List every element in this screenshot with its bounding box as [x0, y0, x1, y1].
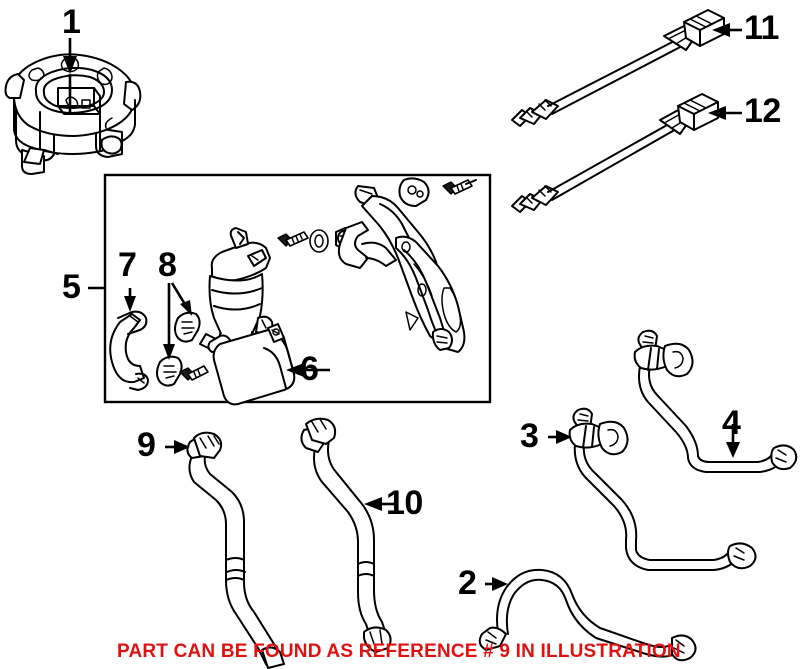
part-purge-valve-assembly: [199, 227, 274, 359]
callout-label-5: 5: [62, 268, 81, 306]
callout-arrow-1: [63, 38, 77, 112]
part-1-fuel-pump-lock-ring-mount: [4, 53, 142, 175]
callout-arrow-10: [364, 497, 394, 511]
callout-arrow-9: [165, 440, 190, 454]
callout-arrow-7: [124, 288, 136, 312]
callout-label-6: 6: [300, 350, 319, 388]
part-washer: [309, 229, 329, 253]
callout-arrow-2: [485, 577, 508, 591]
callout-label-3: 3: [520, 417, 539, 455]
callout-label-10: 10: [386, 484, 423, 522]
part-3-fuel-feed-line-assembly: [568, 407, 757, 571]
part-mounting-bracket: [337, 177, 477, 353]
callout-label-8: 8: [158, 246, 177, 284]
callout-arrow-8b: [163, 283, 175, 360]
callout-label-9: 9: [137, 426, 156, 464]
callout-label-1: 1: [62, 3, 81, 41]
callout-label-2: 2: [458, 564, 477, 602]
callout-arrow-8a: [170, 282, 192, 316]
callout-arrow-4: [726, 424, 740, 458]
reference-note: PART CAN BE FOUND AS REFERENCE # 9 IN IL…: [117, 641, 681, 662]
part-12-oxygen-sensor-downstream: [511, 93, 719, 213]
part-8-rubber-grommet-insulator: [156, 311, 201, 387]
callout-arrow-12: [708, 106, 742, 120]
callout-arrow-6: [286, 363, 330, 377]
callout-label-4: 4: [722, 404, 741, 442]
part-4-fuel-return-line-assembly: [633, 329, 798, 473]
callout-arrow-3: [548, 430, 572, 444]
callout-label-12: 12: [744, 92, 781, 130]
callout-label-11: 11: [744, 9, 779, 47]
part-7-vapor-hose-short-bend: [109, 310, 149, 391]
part-11-oxygen-sensor-upstream: [511, 9, 725, 127]
part-2-vapor-hose-curved: [478, 568, 697, 662]
callout-arrow-11: [712, 23, 742, 37]
part-10-fuel-filler-neck-hose: [300, 417, 392, 653]
part-6-vapor-canister-filter: [207, 323, 296, 406]
callout-label-7: 7: [118, 246, 137, 284]
part-bolt-small-a: [277, 231, 309, 247]
part-9-fuel-filler-vent-hose: [186, 431, 285, 669]
part-bolt-small-c: [442, 179, 473, 195]
part-bolt-small-b: [179, 365, 209, 381]
